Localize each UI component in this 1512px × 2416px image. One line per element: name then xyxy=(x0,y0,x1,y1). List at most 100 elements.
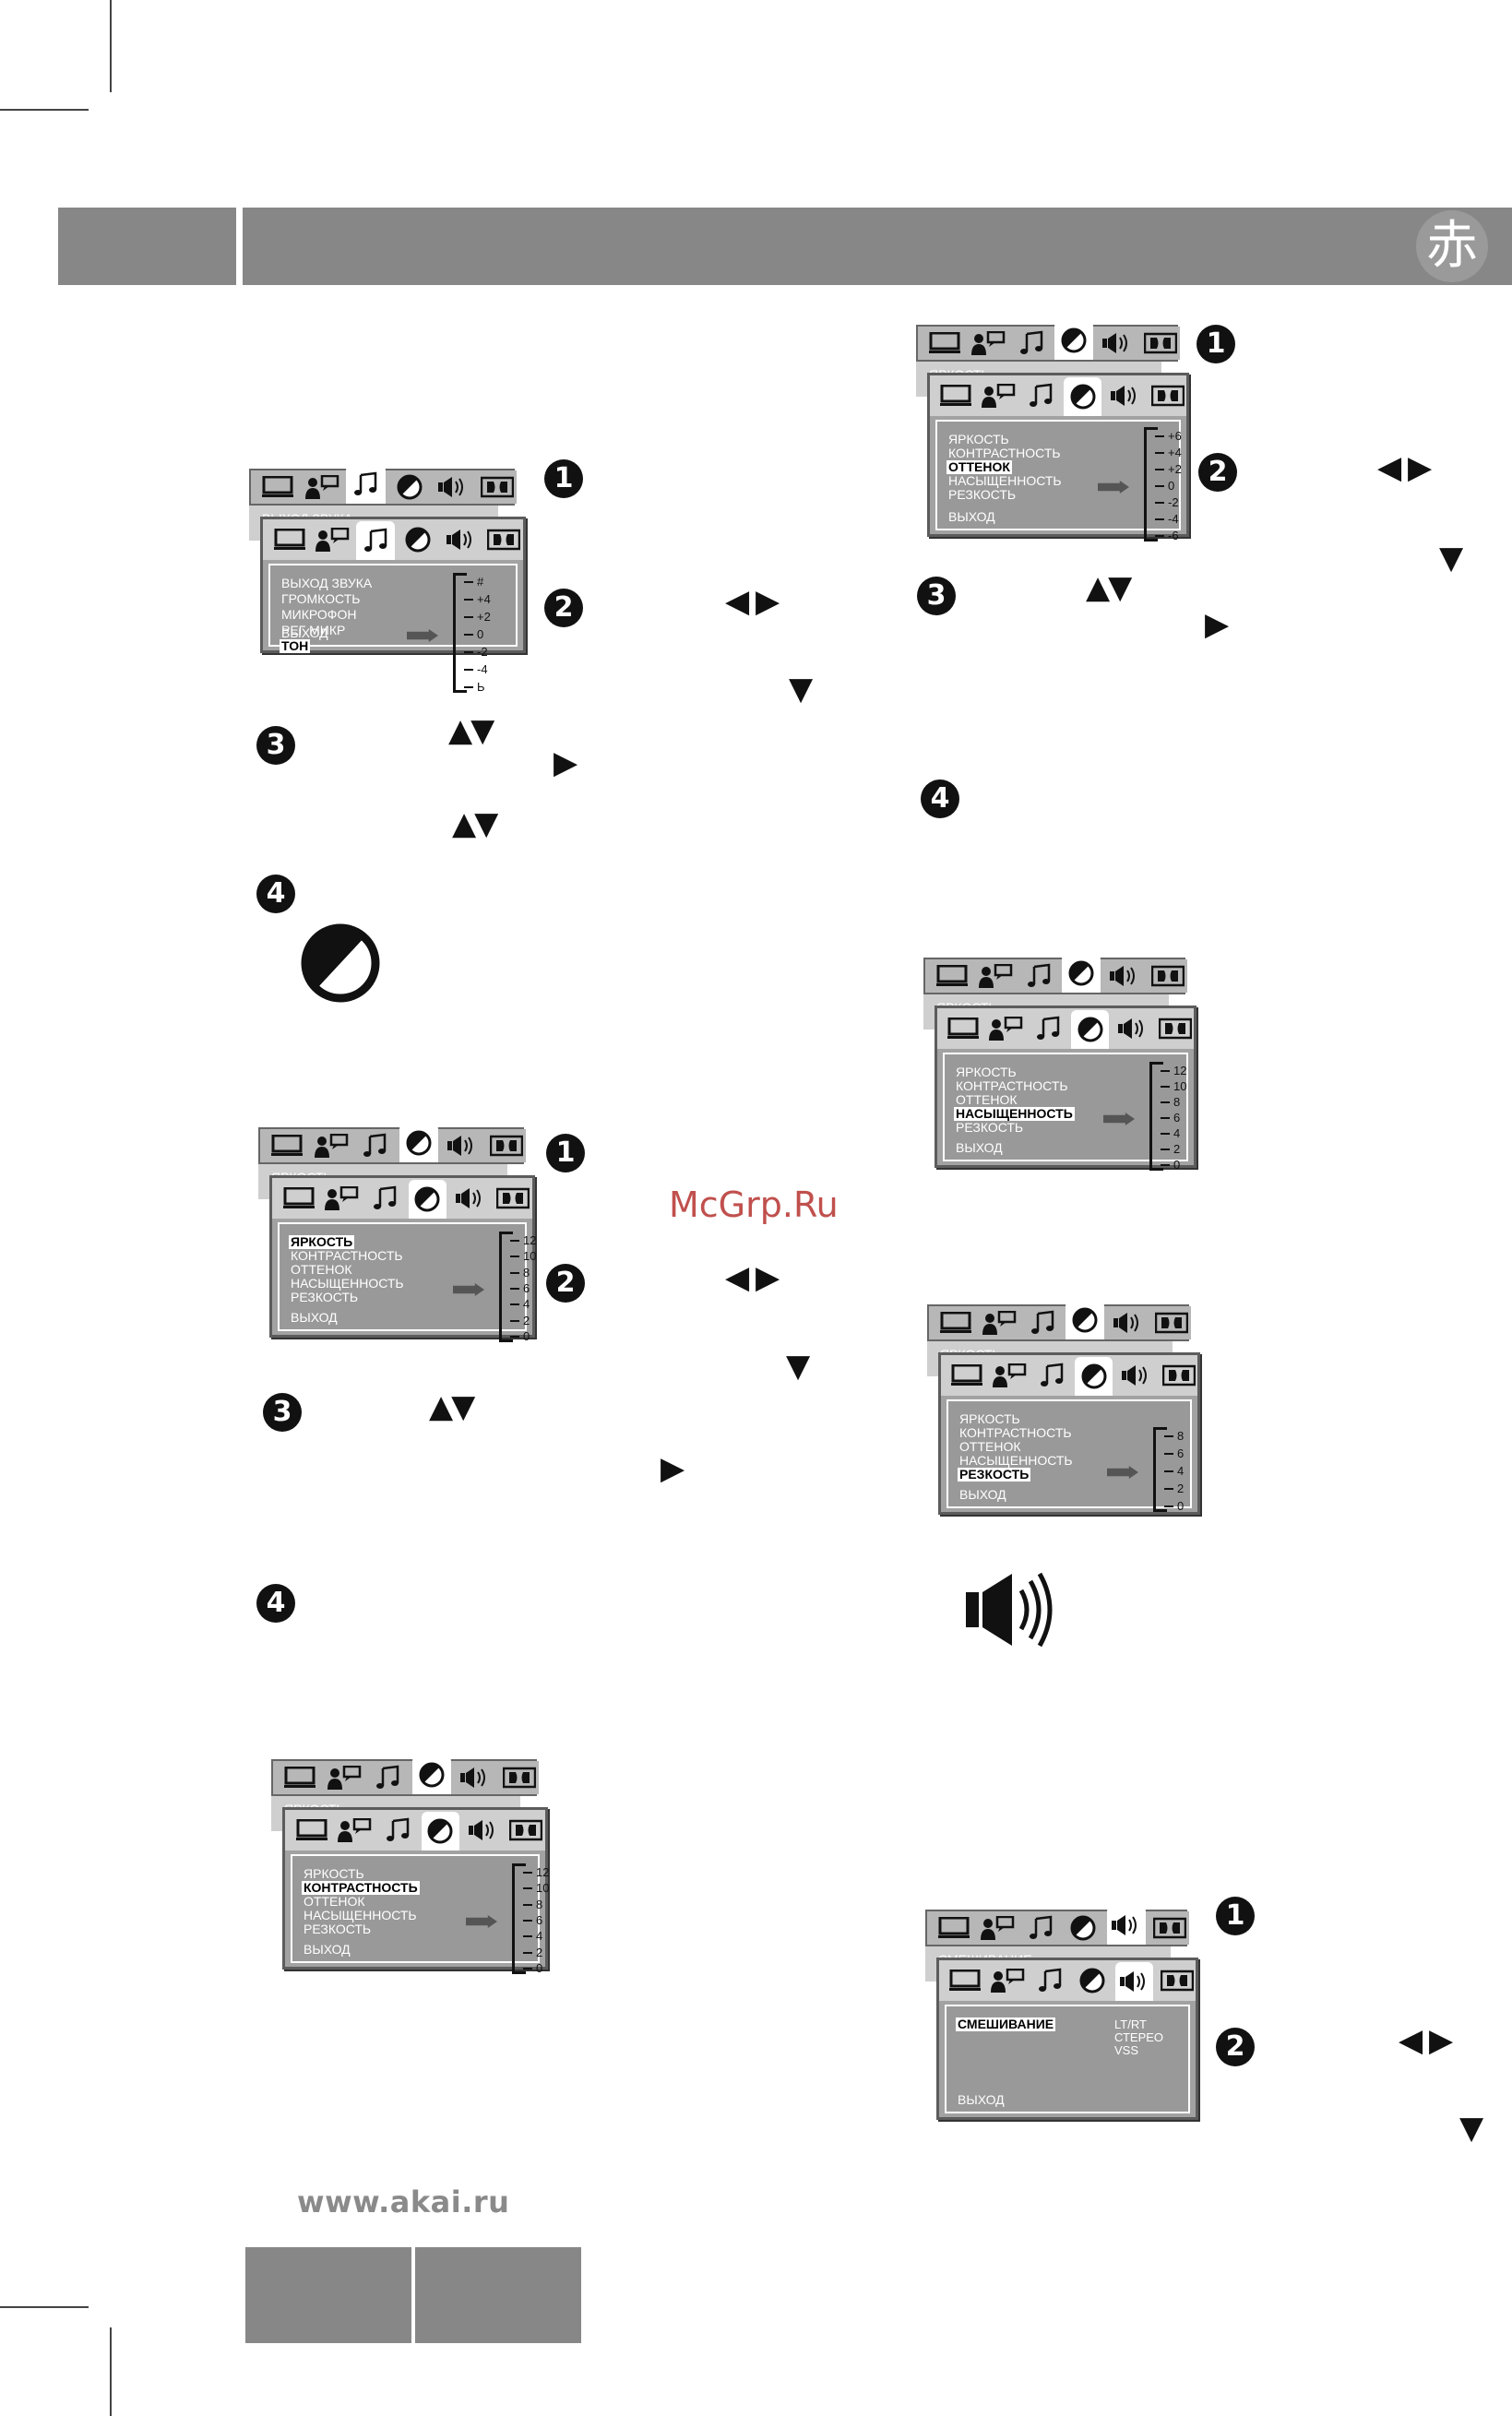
tab-monitor-icon[interactable] xyxy=(280,1182,318,1215)
menu-item[interactable]: ОТТЕНОК xyxy=(291,1262,352,1277)
menu-exit[interactable]: ВЫХОД xyxy=(281,625,328,640)
tab-monitor-icon[interactable] xyxy=(258,470,298,504)
menu-item[interactable]: МИКРОФОН xyxy=(281,607,357,622)
tab-contrast-icon[interactable] xyxy=(1064,1911,1102,1945)
tab-language-icon[interactable] xyxy=(969,327,1007,360)
tab-monitor-icon[interactable] xyxy=(292,1814,331,1847)
tab-speaker-icon[interactable] xyxy=(456,1761,495,1794)
menu-item[interactable]: НАСЫЩЕННОСТЬ xyxy=(959,1453,1073,1468)
menu-item[interactable]: РЕГ МИКР xyxy=(281,623,346,637)
tab-monitor-icon[interactable] xyxy=(946,1964,984,1997)
tab-monitor-icon[interactable] xyxy=(925,327,964,360)
tab-language-icon[interactable] xyxy=(336,1814,375,1847)
option-item[interactable]: LT/RT xyxy=(1114,2017,1147,2031)
tab-contrast-icon[interactable] xyxy=(411,1755,451,1794)
menu-item[interactable]: ГРОМКОСТЬ xyxy=(281,591,361,606)
option-item[interactable]: СТЕРЕО xyxy=(1114,2030,1164,2044)
tab-speaker-icon[interactable] xyxy=(1098,327,1137,360)
tab-speaker-icon[interactable] xyxy=(1106,379,1144,412)
menu-exit[interactable]: ВЫХОД xyxy=(291,1310,338,1325)
tab-speaker-icon[interactable] xyxy=(451,1182,490,1215)
option-item[interactable]: VSS xyxy=(1114,2043,1139,2057)
tab-dolby-icon[interactable] xyxy=(1156,1012,1194,1045)
menu-item[interactable]: ТОН xyxy=(280,638,311,653)
tab-contrast-icon[interactable] xyxy=(1071,1010,1110,1049)
tab-monitor-icon[interactable] xyxy=(933,959,971,993)
menu-exit[interactable]: ВЫХОД xyxy=(958,2092,1005,2107)
tab-language-icon[interactable] xyxy=(978,1911,1017,1945)
tab-monitor-icon[interactable] xyxy=(936,1306,975,1339)
tab-music-icon[interactable] xyxy=(346,465,386,504)
menu-item[interactable]: КОНТРАСТНОСТЬ xyxy=(959,1425,1072,1440)
menu-item[interactable]: ЯРКОСТЬ xyxy=(304,1866,364,1881)
tab-language-icon[interactable] xyxy=(323,1182,362,1215)
tab-speaker-icon[interactable] xyxy=(1109,1306,1148,1339)
menu-item[interactable]: КОНТРАСТНОСТЬ xyxy=(291,1248,403,1263)
tab-dolby-icon[interactable] xyxy=(1152,1306,1191,1339)
tab-monitor-icon[interactable] xyxy=(935,1911,973,1945)
tab-dolby-icon[interactable] xyxy=(1149,959,1187,993)
tab-language-icon[interactable] xyxy=(314,523,352,556)
menu-exit[interactable]: ВЫХОД xyxy=(956,1140,1003,1155)
tab-monitor-icon[interactable] xyxy=(270,523,309,556)
menu-item[interactable]: НАСЫЩЕННОСТЬ xyxy=(291,1276,404,1291)
menu-item[interactable]: НАСЫЩЕННОСТЬ xyxy=(954,1106,1075,1121)
menu-item[interactable]: ЯРКОСТЬ xyxy=(289,1234,355,1249)
tab-language-icon[interactable] xyxy=(303,470,342,504)
tab-dolby-icon[interactable] xyxy=(1158,1964,1196,1997)
tab-language-icon[interactable] xyxy=(312,1129,351,1162)
tab-language-icon[interactable] xyxy=(980,379,1018,412)
tab-monitor-icon[interactable] xyxy=(268,1129,307,1162)
tab-contrast-icon[interactable] xyxy=(1073,1964,1111,1997)
tab-speaker-icon[interactable] xyxy=(1115,1962,1154,2001)
menu-item[interactable]: ВЫХОД ЗВУКА xyxy=(281,576,373,590)
tab-contrast-icon[interactable] xyxy=(1062,954,1101,993)
tab-dolby-icon[interactable] xyxy=(1160,1359,1197,1392)
tab-dolby-icon[interactable] xyxy=(494,1182,533,1215)
tab-contrast-icon[interactable] xyxy=(1075,1357,1113,1396)
tab-contrast-icon[interactable] xyxy=(1066,1301,1105,1339)
tab-music-icon[interactable] xyxy=(1033,1359,1071,1392)
menu-item[interactable]: НАСЫЩЕННОСТЬ xyxy=(304,1908,417,1922)
tab-contrast-icon[interactable] xyxy=(1064,377,1102,416)
tab-language-icon[interactable] xyxy=(325,1761,364,1794)
tab-contrast-icon[interactable] xyxy=(399,1124,438,1162)
menu-item[interactable]: РЕЗКОСТЬ xyxy=(956,1120,1024,1135)
tab-language-icon[interactable] xyxy=(976,959,1015,993)
tab-music-icon[interactable] xyxy=(1021,1911,1060,1945)
menu-item[interactable]: РЕЗКОСТЬ xyxy=(304,1922,372,1936)
tab-dolby-icon[interactable] xyxy=(1141,327,1180,360)
menu-item[interactable]: КОНТРАСТНОСТЬ xyxy=(948,446,1061,460)
tab-music-icon[interactable] xyxy=(356,521,395,560)
tab-dolby-icon[interactable] xyxy=(485,523,524,556)
tab-dolby-icon[interactable] xyxy=(500,1761,540,1794)
tab-speaker-icon[interactable] xyxy=(442,523,481,556)
tab-music-icon[interactable] xyxy=(1019,959,1058,993)
menu-item[interactable]: ОТТЕНОК xyxy=(946,459,1012,474)
menu-exit[interactable]: ВЫХОД xyxy=(948,509,995,524)
menu-item[interactable]: ОТТЕНОК xyxy=(304,1894,365,1909)
menu-exit[interactable]: ВЫХОД xyxy=(304,1942,351,1957)
tab-music-icon[interactable] xyxy=(1031,1964,1069,1997)
tab-contrast-icon[interactable] xyxy=(399,523,438,556)
tab-dolby-icon[interactable] xyxy=(1150,1911,1189,1945)
tab-music-icon[interactable] xyxy=(378,1814,417,1847)
tab-speaker-icon[interactable] xyxy=(1107,1906,1147,1945)
tab-monitor-icon[interactable] xyxy=(280,1761,320,1794)
tab-speaker-icon[interactable] xyxy=(1117,1359,1155,1392)
tab-contrast-icon[interactable] xyxy=(1054,321,1094,360)
menu-item[interactable]: ЯРКОСТЬ xyxy=(956,1065,1017,1079)
tab-contrast-icon[interactable] xyxy=(421,1812,459,1851)
menu-item[interactable]: НАСЫЩЕННОСТЬ xyxy=(948,473,1062,488)
tab-music-icon[interactable] xyxy=(1022,379,1060,412)
tab-monitor-icon[interactable] xyxy=(937,379,975,412)
tab-monitor-icon[interactable] xyxy=(948,1359,986,1392)
tab-monitor-icon[interactable] xyxy=(945,1012,982,1045)
menu-item[interactable]: КОНТРАСТНОСТЬ xyxy=(956,1078,1068,1093)
tab-language-icon[interactable] xyxy=(980,1306,1018,1339)
tab-music-icon[interactable] xyxy=(1023,1306,1062,1339)
tab-music-icon[interactable] xyxy=(365,1182,404,1215)
tab-music-icon[interactable] xyxy=(368,1761,408,1794)
tab-speaker-icon[interactable] xyxy=(464,1814,503,1847)
menu-exit[interactable]: ВЫХОД xyxy=(959,1487,1006,1502)
